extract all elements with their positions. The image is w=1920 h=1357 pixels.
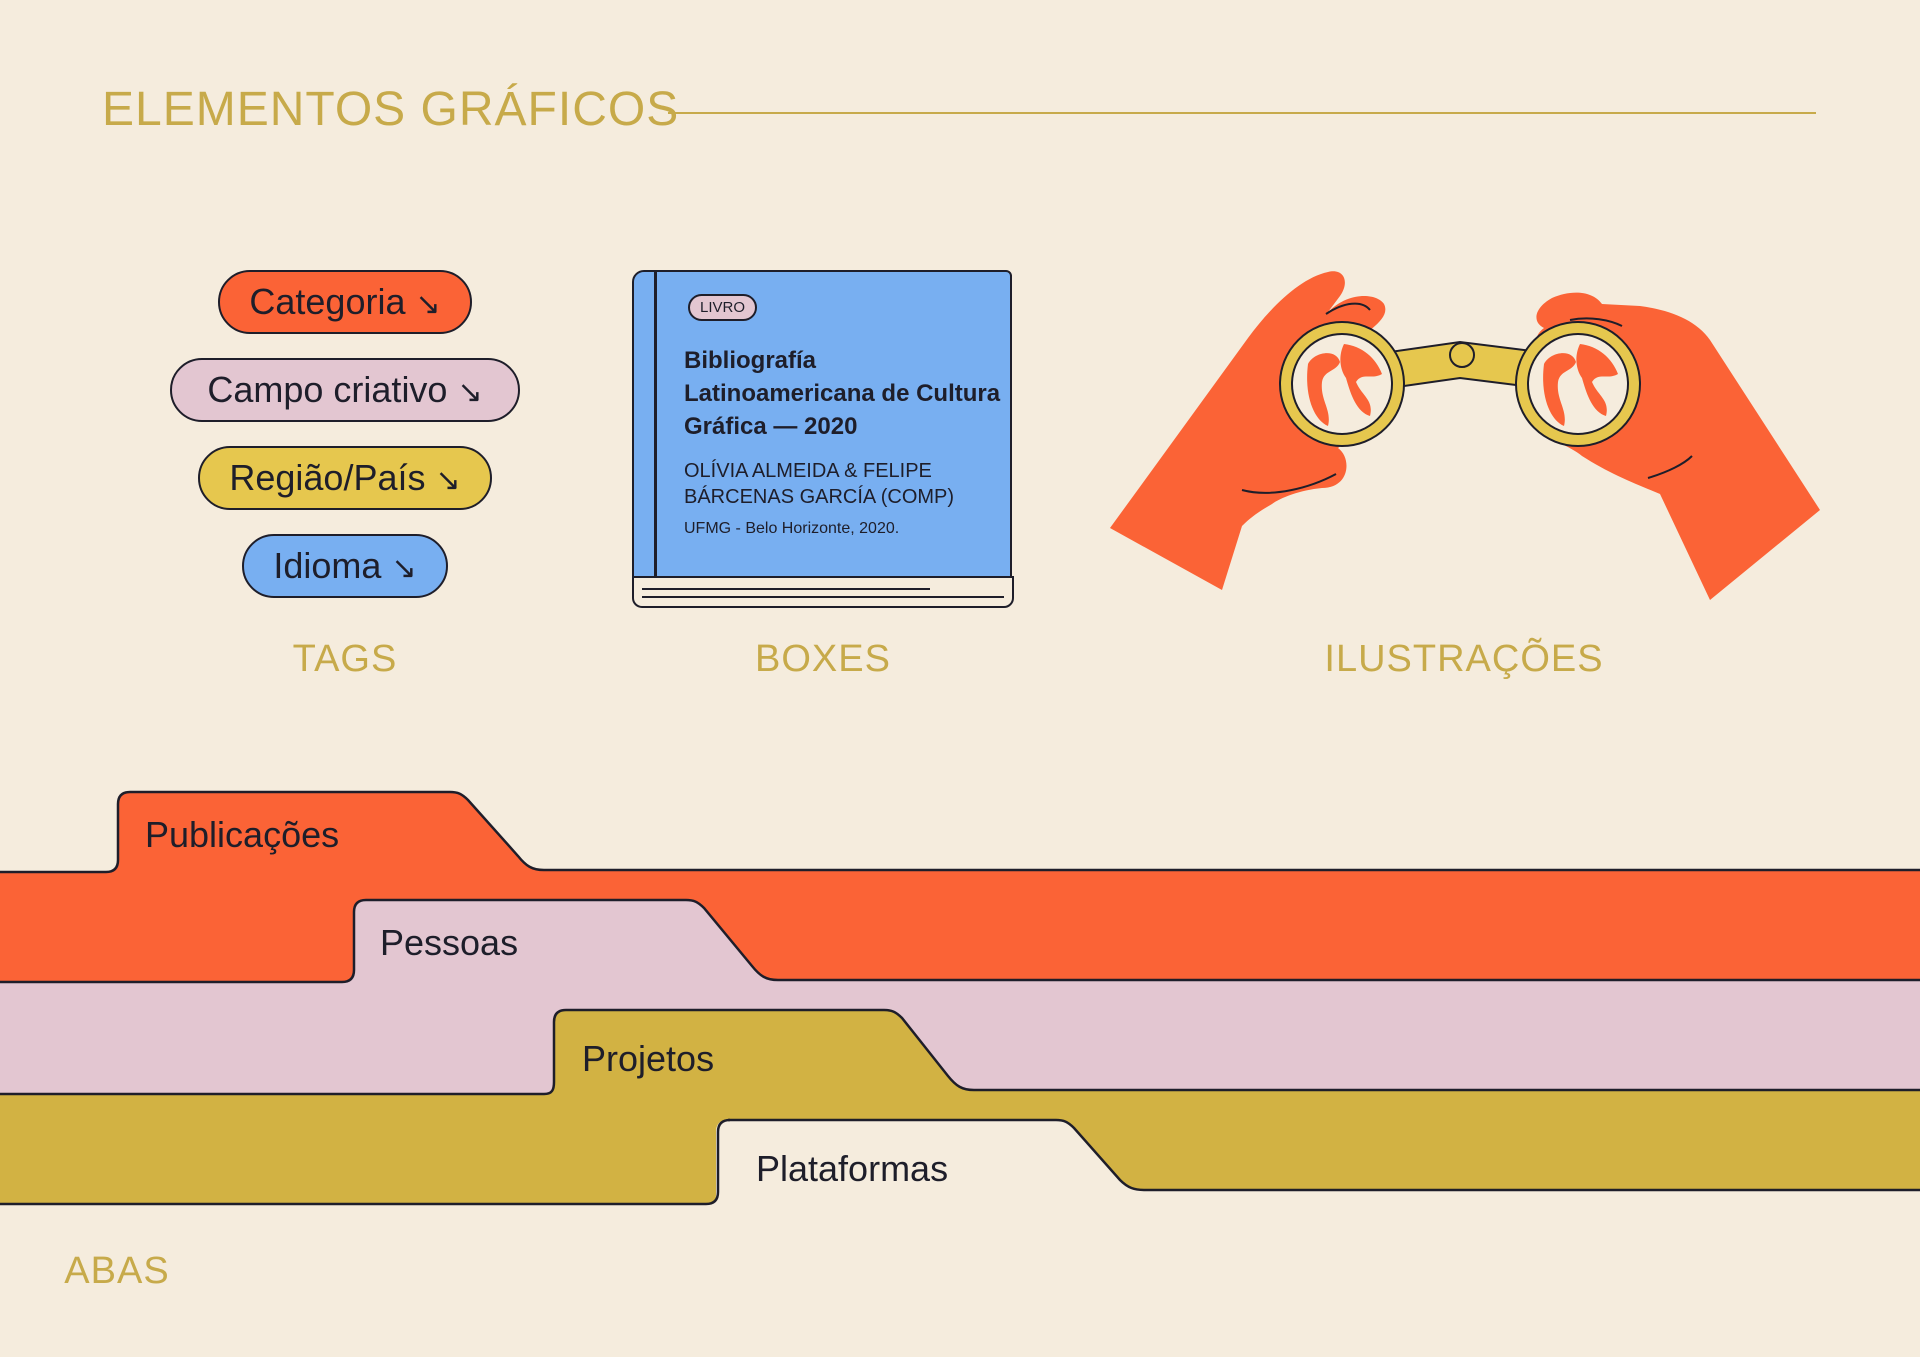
tag-label: Idioma <box>273 545 382 586</box>
folder-tabs <box>0 790 1920 1210</box>
book-box[interactable]: LIVRO Bibliografía Latinoamericana de Cu… <box>632 270 1014 610</box>
binoculars-icon <box>1110 271 1820 600</box>
book-title: Bibliografía Latinoamericana de Cultura … <box>684 347 1001 440</box>
tag-label: Campo criativo <box>207 369 448 410</box>
tag-idioma[interactable]: Idioma ↘ <box>242 534 448 598</box>
book-page-line <box>642 596 1004 598</box>
book-publisher: UFMG - Belo Horizonte, 2020. <box>684 520 900 537</box>
tab-pessoas[interactable] <box>0 898 1920 1122</box>
page-title: ELEMENTOS GRÁFICOS <box>102 83 680 136</box>
book-pages <box>632 576 1014 608</box>
tab-projetos[interactable] <box>0 1008 1920 1210</box>
tab-label-plataformas[interactable]: Plataformas <box>756 1148 949 1189</box>
right-lens <box>1515 321 1641 447</box>
book-authors: OLÍVIA ALMEIDA & FELIPE BÁRCENAS GARCÍA … <box>684 460 955 508</box>
arrow-down-right-icon: ↘ <box>391 552 417 585</box>
tag-campo-criativo[interactable]: Campo criativo ↘ <box>170 358 520 422</box>
abas-caption: ABAS <box>64 1250 170 1292</box>
tab-label-publicacoes[interactable]: Publicações <box>145 814 340 855</box>
tab-plataformas[interactable] <box>0 1118 731 1206</box>
livro-badge: LIVRO <box>688 294 758 321</box>
tag-regiao-pais[interactable]: Região/País ↘ <box>198 446 492 510</box>
tag-label: Categoria <box>249 281 406 322</box>
arrow-down-right-icon: ↘ <box>435 464 461 497</box>
illustrations-caption: ILUSTRAÇÕES <box>1324 638 1604 680</box>
tags-caption: TAGS <box>292 638 398 680</box>
book-spine <box>654 270 657 580</box>
left-lens <box>1279 321 1405 447</box>
title-divider <box>668 112 1816 114</box>
tag-categoria[interactable]: Categoria ↘ <box>218 270 472 334</box>
arrow-down-right-icon: ↘ <box>457 376 483 409</box>
book-page-line <box>642 588 930 590</box>
book-cover <box>632 270 1012 580</box>
tab-label-projetos[interactable]: Projetos <box>582 1038 715 1079</box>
tab-label-pessoas[interactable]: Pessoas <box>380 922 519 963</box>
arrow-down-right-icon: ↘ <box>415 288 441 321</box>
tag-label: Região/País <box>229 457 426 498</box>
boxes-caption: BOXES <box>755 638 891 680</box>
